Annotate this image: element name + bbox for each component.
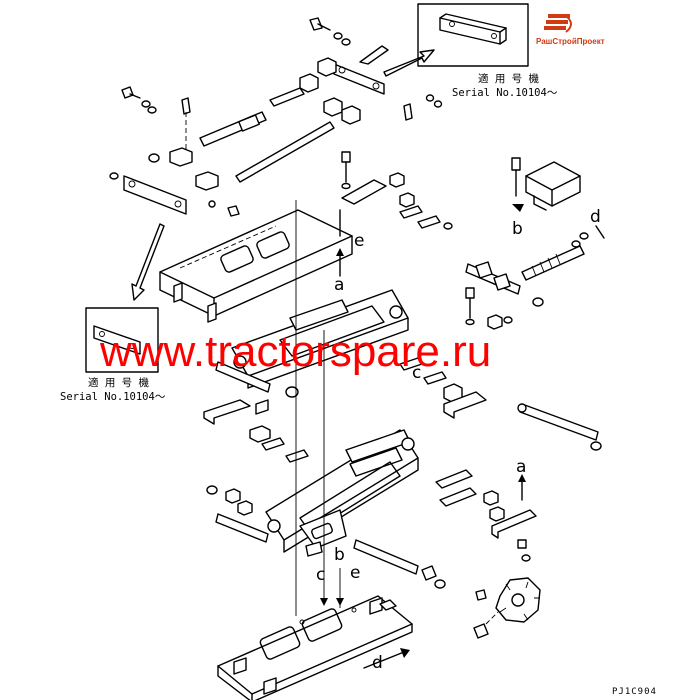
arrow-to-inset [383, 49, 435, 77]
arrowhead-a-right [518, 474, 526, 482]
serial-note-lower-line1: 適 用 号 機 [88, 376, 149, 389]
ref-letter-c-mid: c [412, 363, 421, 383]
ref-letter-e-bottom: e [350, 563, 360, 583]
stacked-bars-logo-icon [544, 14, 572, 33]
ref-letter-b-right: b [512, 219, 523, 239]
ref-letter-a-mid: a [334, 275, 344, 295]
lower-left-parts [206, 485, 269, 543]
ref-letter-d-bottom: d [372, 653, 383, 673]
inset-box-top [417, 3, 529, 67]
ref-letter-a-right: a [516, 457, 526, 477]
arrowhead-d-bottom [400, 648, 410, 658]
arrowhead-b-bottom [336, 598, 344, 606]
ref-letter-b-bottom: b [334, 545, 345, 565]
inset-box-lower [85, 307, 159, 373]
logo-text: РашСтройПроект [536, 37, 605, 46]
left-pads [203, 399, 309, 463]
top-hardware [109, 17, 443, 217]
ref-letter-c-bottom: c [316, 565, 325, 585]
ref-letter-e-top: e [354, 231, 364, 251]
serial-note-top-line2: Serial No.10104～ [452, 87, 558, 99]
arrowhead-c-bottom [320, 598, 328, 606]
center-bolt-assembly [341, 151, 453, 230]
drawing-code: PJ1C904 [612, 687, 657, 697]
serial-note-top-line1: 適 用 号 機 [478, 72, 539, 85]
ref-letter-d-right: d [590, 207, 601, 227]
knob [473, 577, 541, 639]
watermark-text: www.tractorspare.ru [99, 327, 491, 376]
mid-right-pads [399, 357, 602, 451]
arrow-to-lower-inset [131, 223, 165, 301]
right-hardware [465, 157, 605, 330]
upper-link-frame [215, 289, 409, 415]
serial-note-lower-line2: Serial No.10104～ [60, 391, 166, 403]
lower-right-parts [353, 469, 537, 589]
lower-link-frame [265, 429, 419, 557]
upper-plate [159, 209, 353, 323]
base-plate [217, 595, 413, 700]
arrowhead-a-mid [336, 248, 344, 256]
arrow-line-d-bottom [363, 651, 405, 669]
